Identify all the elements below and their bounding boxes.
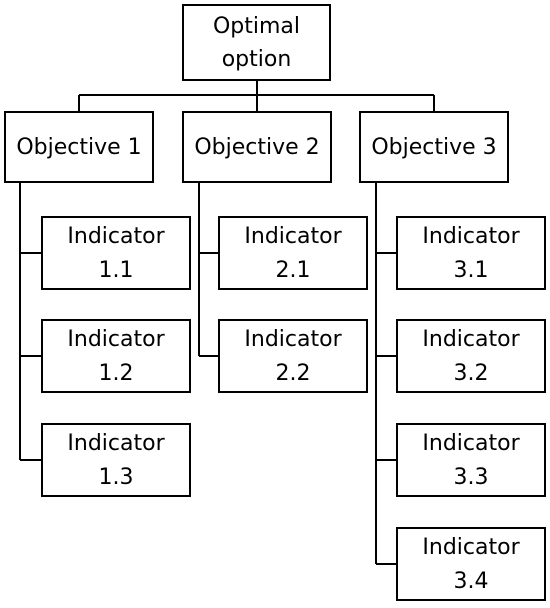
indicator-node-1-3: Indicator 1.3: [41, 423, 191, 497]
indicator-title: Indicator: [244, 327, 342, 352]
objective-label: Objective 3: [371, 135, 496, 160]
indicator-title: Indicator: [67, 224, 165, 249]
indicator-title: Indicator: [422, 327, 520, 352]
indicator-title: Indicator: [422, 224, 520, 249]
indicator-node-2-2: Indicator 2.2: [218, 319, 368, 393]
indicator-title: Indicator: [67, 327, 165, 352]
indicator-title: Indicator: [244, 224, 342, 249]
objective-2-connectors: [198, 182, 219, 357]
objective-node-1: Objective 1: [4, 111, 154, 183]
objective-label: Objective 2: [194, 135, 319, 160]
indicator-node-2-1: Indicator 2.1: [218, 216, 368, 290]
indicator-number: 2.2: [276, 361, 311, 386]
root-label-line2: option: [222, 47, 292, 72]
indicator-node-3-1: Indicator 3.1: [396, 216, 546, 290]
indicator-number: 3.3: [454, 465, 489, 490]
indicator-number: 1.1: [99, 258, 134, 283]
indicator-number: 3.2: [454, 361, 489, 386]
objective-node-2: Objective 2: [182, 111, 332, 183]
indicator-title: Indicator: [422, 431, 520, 456]
objective-3-connectors: [375, 182, 397, 565]
indicator-number: 3.4: [454, 569, 489, 594]
indicator-number: 1.3: [99, 465, 134, 490]
objective-label: Objective 1: [16, 135, 141, 160]
indicator-node-3-3: Indicator 3.3: [396, 423, 546, 497]
indicator-title: Indicator: [67, 431, 165, 456]
indicator-node-1-1: Indicator 1.1: [41, 216, 191, 290]
objective-1-connectors: [19, 182, 42, 461]
root-connectors: [78, 80, 435, 112]
indicator-number: 1.2: [99, 361, 134, 386]
indicator-node-3-2: Indicator 3.2: [396, 319, 546, 393]
root-node: Optimal option: [182, 4, 331, 81]
indicator-node-1-2: Indicator 1.2: [41, 319, 191, 393]
indicator-number: 2.1: [276, 258, 311, 283]
root-label-line1: Optimal: [213, 14, 300, 39]
indicator-node-3-4: Indicator 3.4: [396, 527, 546, 601]
indicator-number: 3.1: [454, 258, 489, 283]
indicator-title: Indicator: [422, 535, 520, 560]
objective-node-3: Objective 3: [359, 111, 509, 183]
